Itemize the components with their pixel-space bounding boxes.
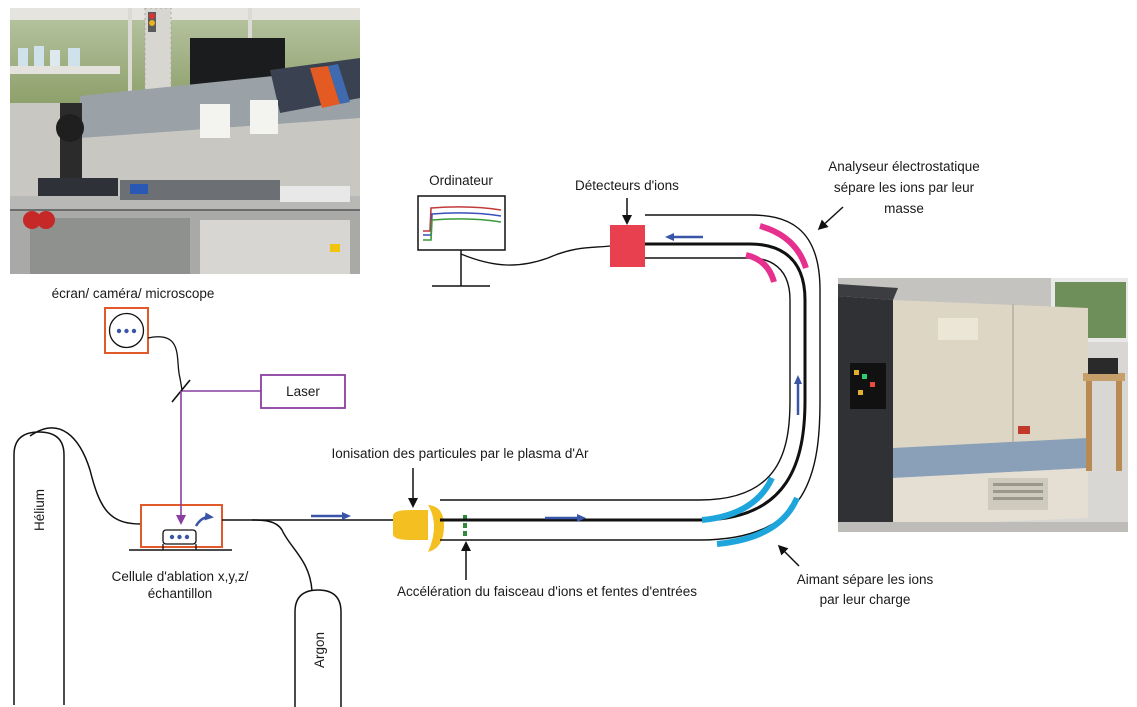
camera-cable	[147, 336, 183, 391]
particle-arrow	[194, 512, 214, 527]
computer-monitor	[417, 195, 506, 287]
esa-arc-inner	[745, 252, 777, 283]
argon-tube: Argon	[294, 589, 342, 707]
argon-label: Argon	[312, 632, 327, 668]
camera-box	[104, 307, 149, 354]
analyseur-label-2: sépare les ions par leur	[834, 180, 975, 195]
analyseur-label-1: Analyseur électrostatique	[828, 159, 980, 174]
magnet-arc-inner	[701, 476, 775, 523]
acceleration-label: Accélération du faisceau d'ions et fente…	[397, 584, 697, 599]
mass-spectrometer-photo	[838, 278, 1128, 532]
ordinateur-label: Ordinateur	[429, 173, 493, 188]
aimant-label-1: Aimant sépare les ions	[797, 572, 934, 587]
ionisation-label: Ionisation des particules par le plasma …	[332, 446, 589, 461]
detecteurs-label: Détecteurs d'ions	[575, 178, 679, 193]
aimant-pointer	[777, 544, 800, 567]
magnet-arc-outer	[716, 496, 800, 547]
laboratory-setup-photo	[10, 8, 360, 274]
helium-gas-line	[29, 427, 142, 525]
ecran-label: écran/ caméra/ microscope	[52, 286, 215, 301]
helium-label: Hélium	[32, 489, 47, 531]
helium-tube: Hélium	[13, 431, 65, 705]
esa-arc-outer	[759, 223, 809, 269]
flight-tube	[440, 214, 821, 541]
aimant-label-2: par leur charge	[820, 592, 911, 607]
argon-gas-line	[251, 519, 313, 592]
laser-label: Laser	[286, 384, 320, 399]
computer-cable	[460, 245, 611, 266]
cellule-label-1: Cellule d'ablation x,y,z/	[112, 569, 249, 584]
laser-box	[260, 374, 346, 409]
analyseur-label-3: masse	[884, 201, 924, 216]
entrance-slit	[463, 515, 467, 536]
ion-detector	[610, 225, 645, 267]
cellule-label-2: échantillon	[148, 586, 213, 601]
plasma-torch	[393, 505, 444, 552]
analyseur-pointer	[817, 206, 844, 231]
